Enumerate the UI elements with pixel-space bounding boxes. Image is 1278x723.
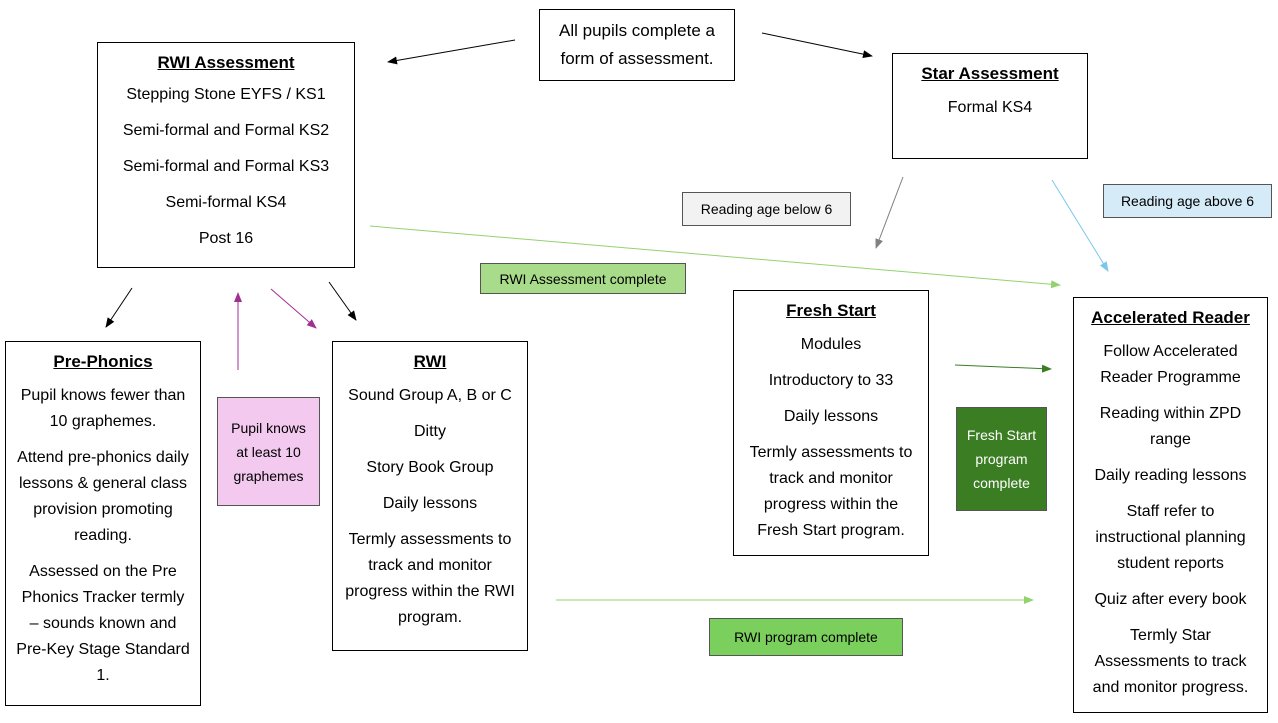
rwi-item: Termly assessments to track and monitor … — [345, 531, 515, 626]
label-reading-above-text: Reading age above 6 — [1120, 193, 1255, 209]
label-rwi-assessment-complete-text: RWI Assessment complete — [499, 270, 667, 287]
pre-phonics-title: Pre-Phonics — [53, 352, 153, 371]
rwi-item: Daily lessons — [382, 495, 478, 512]
fresh-start-box: Fresh Start Modules Introductory to 33 D… — [733, 290, 929, 556]
accelerated-reader-item: Daily reading lessons — [1094, 467, 1247, 484]
label-fresh-start-complete-text: Fresh Start program complete — [966, 427, 1037, 491]
accelerated-reader-item: Reading within ZPD range — [1099, 405, 1242, 448]
rwi-assessment-item: Stepping Stone EYFS / KS1 — [126, 86, 326, 103]
pre-phonics-item: Assessed on the Pre Phonics Tracker term… — [16, 563, 190, 684]
accelerated-reader-box: Accelerated Reader Follow Accelerated Re… — [1073, 297, 1268, 713]
rwi-assessment-item: Semi-formal KS4 — [165, 194, 287, 211]
fresh-start-title: Fresh Start — [786, 301, 876, 320]
star-assessment-item: Formal KS4 — [947, 99, 1033, 116]
rwi-assessment-item: Semi-formal and Formal KS3 — [122, 158, 330, 175]
rwi-assessment-box: RWI Assessment Stepping Stone EYFS / KS1… — [97, 42, 355, 268]
arrow-rwi-assessment-to-rwi — [328, 281, 357, 321]
star-assessment-box: Star Assessment Formal KS4 — [892, 53, 1088, 159]
label-rwi-program-complete-text: RWI program complete — [734, 629, 878, 645]
top-note-box: All pupils complete a form of assessment… — [539, 9, 735, 81]
fresh-start-item: Introductory to 33 — [768, 372, 894, 389]
fresh-start-item: Termly assessments to track and monitor … — [749, 444, 913, 539]
star-assessment-title: Star Assessment — [921, 64, 1059, 83]
rwi-assessment-title: RWI Assessment — [157, 53, 295, 72]
accelerated-reader-item: Termly Star Assessments to track and mon… — [1092, 627, 1249, 696]
arrow-star-to-accelerated-reader — [1051, 179, 1109, 272]
rwi-box: RWI Sound Group A, B or C Ditty Story Bo… — [332, 341, 528, 651]
label-reading-age-below: Reading age below 6 — [682, 192, 851, 226]
pre-phonics-box: Pre-Phonics Pupil knows fewer than 10 gr… — [5, 341, 201, 706]
arrow-purple-to-rwi — [270, 288, 317, 329]
accelerated-reader-title: Accelerated Reader — [1091, 308, 1250, 327]
label-reading-below-text: Reading age below 6 — [700, 201, 833, 217]
label-pupil-knows-graphemes: Pupil knows at least 10 graphemes — [217, 397, 320, 506]
arrow-fresh-start-to-accelerated-reader — [954, 364, 1052, 373]
fresh-start-item: Daily lessons — [783, 408, 879, 425]
label-reading-age-above: Reading age above 6 — [1103, 184, 1272, 218]
label-rwi-program-complete: RWI program complete — [709, 618, 903, 656]
arrow-top-to-rwi-assessment — [387, 39, 516, 65]
rwi-item: Ditty — [414, 423, 446, 440]
rwi-title: RWI — [413, 352, 447, 371]
label-fresh-start-complete: Fresh Start program complete — [956, 407, 1047, 511]
pre-phonics-item: Pupil knows fewer than 10 graphemes. — [20, 387, 186, 430]
rwi-item: Sound Group A, B or C — [348, 387, 512, 404]
accelerated-reader-item: Staff refer to instructional planning st… — [1095, 503, 1246, 572]
accelerated-reader-item: Quiz after every book — [1094, 591, 1247, 608]
rwi-assessment-item: Semi-formal and Formal KS2 — [122, 122, 330, 139]
arrow-star-to-fresh-start — [875, 176, 904, 249]
top-note-line2: form of assessment. — [560, 49, 714, 68]
rwi-assessment-item: Post 16 — [198, 230, 254, 247]
arrow-top-to-star-assessment — [761, 32, 873, 59]
pre-phonics-item: Attend pre-phonics daily lessons & gener… — [17, 449, 189, 544]
arrow-rwi-assessment-to-pre-phonics — [105, 287, 133, 328]
arrow-rwi-assessment-to-accelerated-reader — [369, 225, 1061, 289]
accelerated-reader-item: Follow Accelerated Reader Programme — [1100, 343, 1241, 386]
top-note-line1: All pupils complete a — [559, 21, 715, 40]
label-pupil-knows-text: Pupil knows at least 10 graphemes — [231, 419, 306, 484]
rwi-item: Story Book Group — [366, 459, 494, 476]
label-rwi-assessment-complete: RWI Assessment complete — [480, 263, 686, 294]
fresh-start-item: Modules — [800, 336, 862, 353]
